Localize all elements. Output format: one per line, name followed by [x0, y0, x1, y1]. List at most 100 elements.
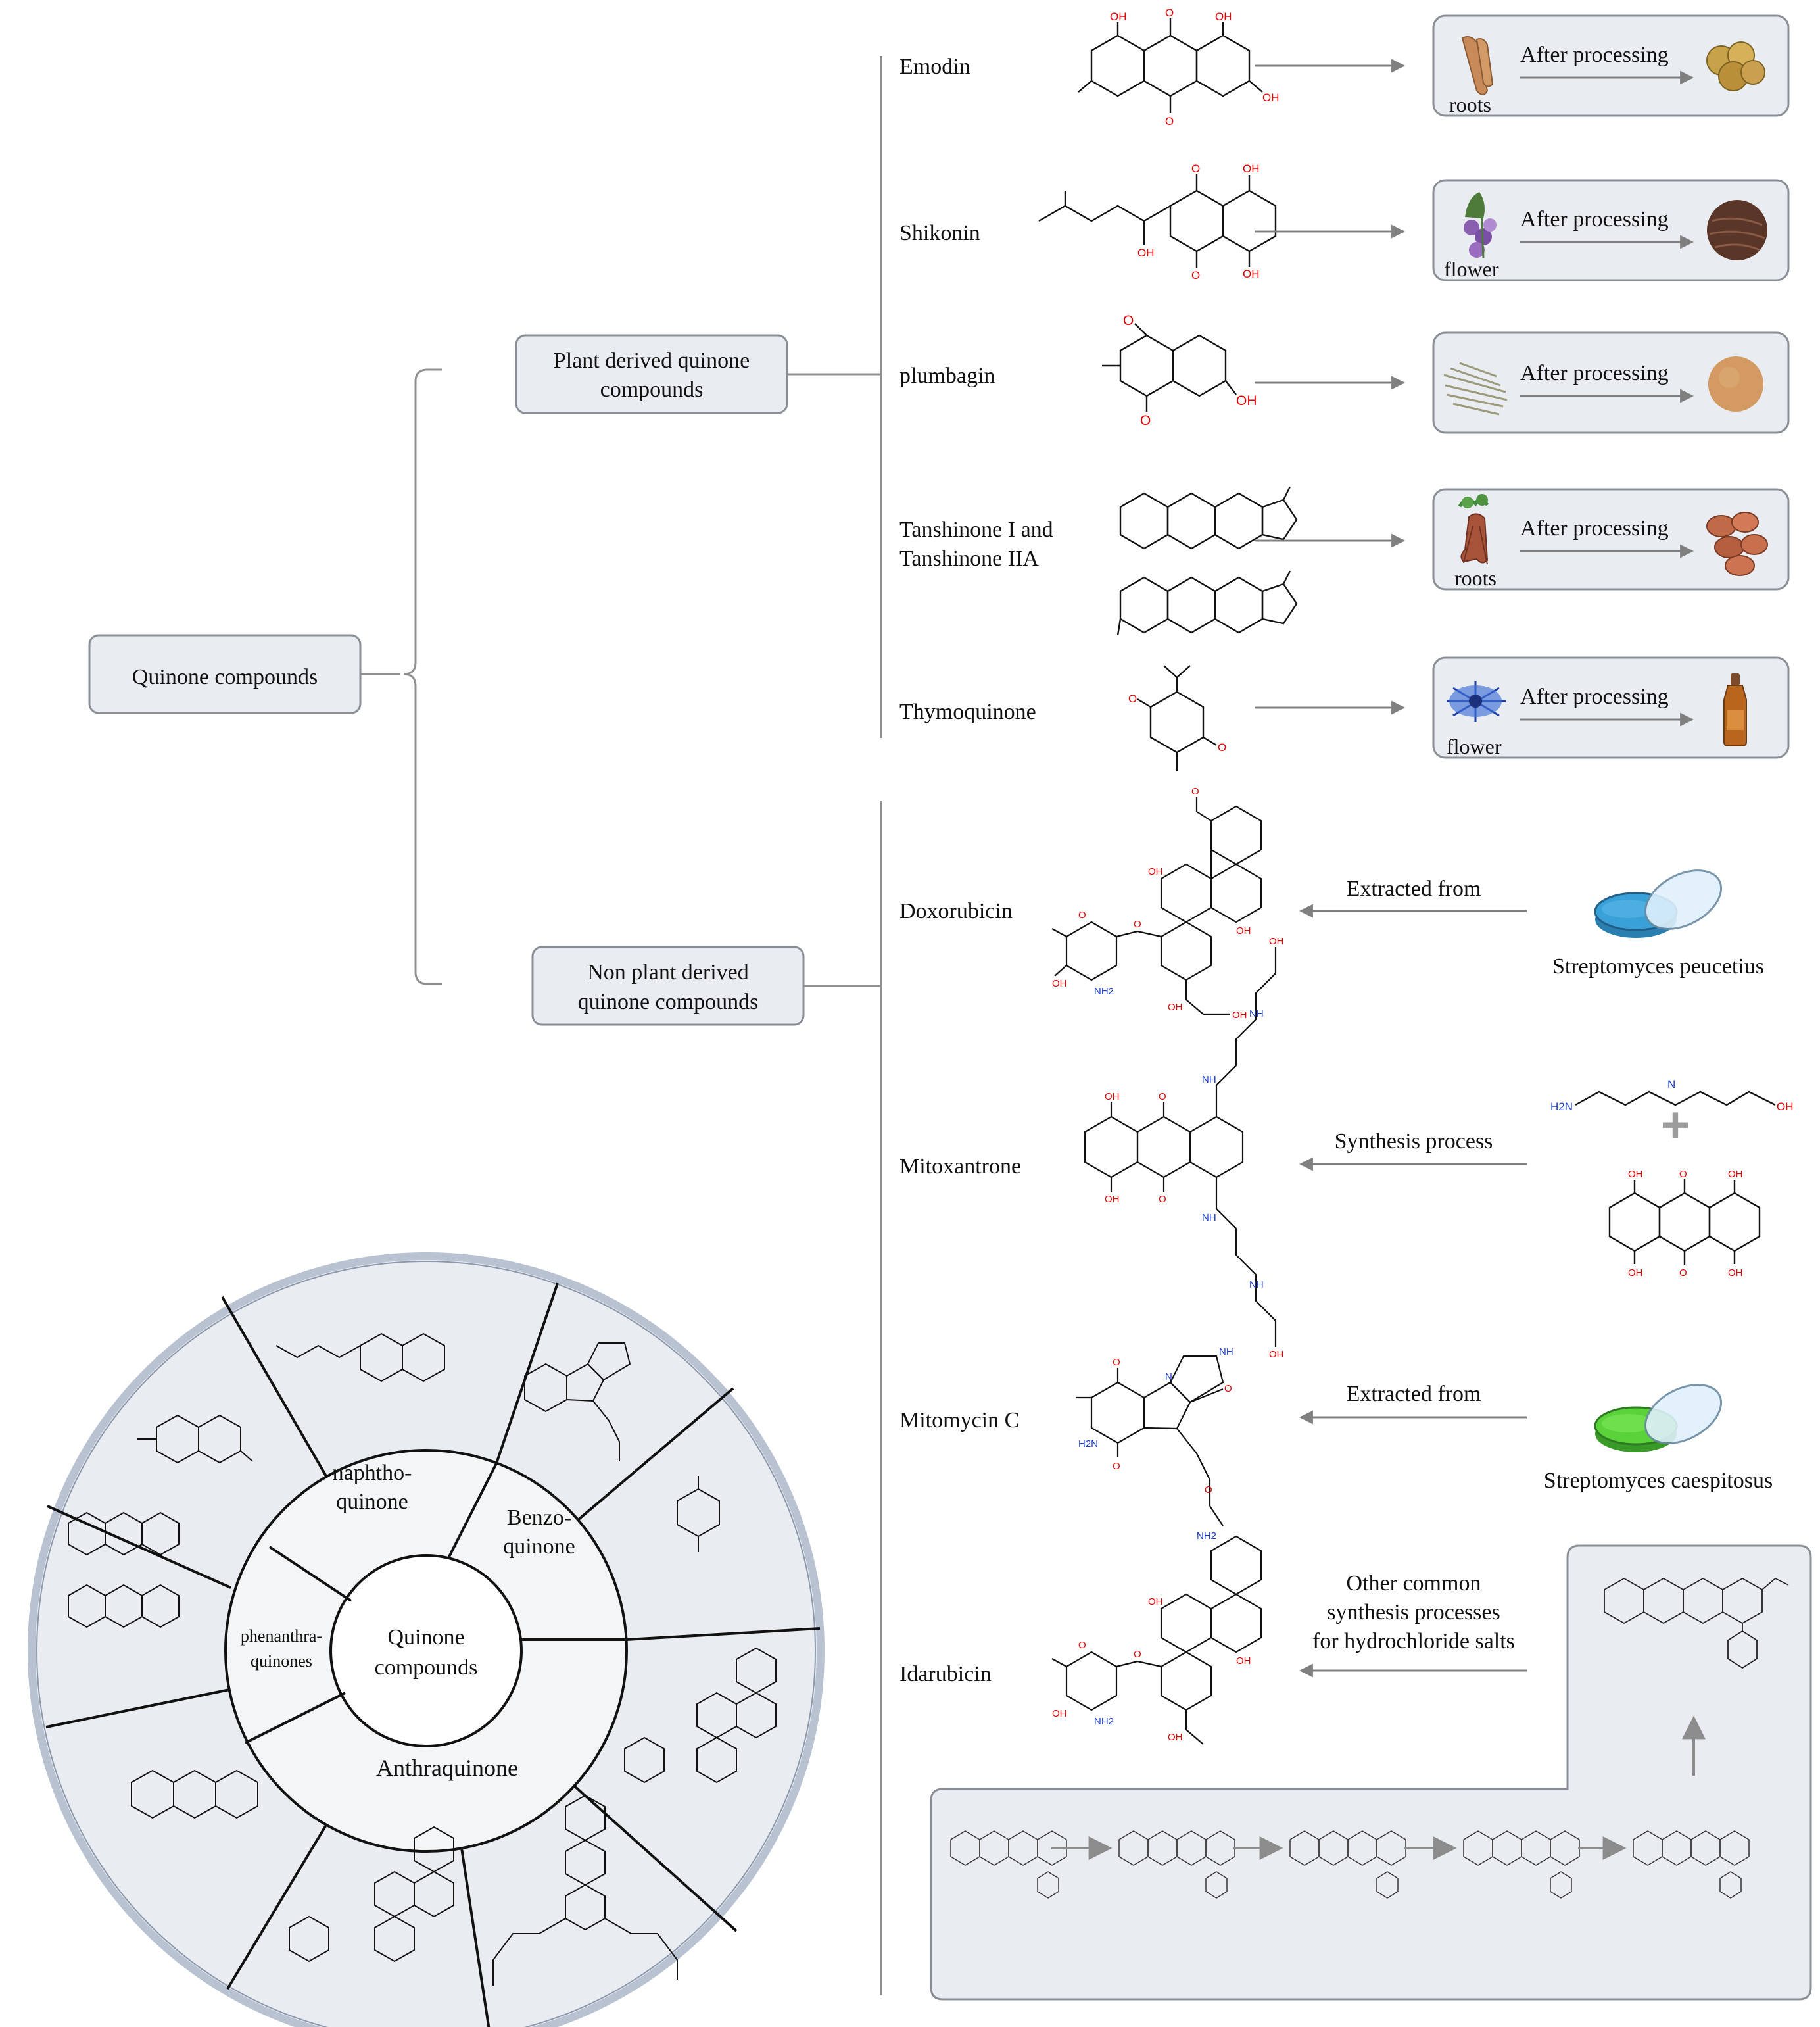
atom-oh: OH — [1243, 268, 1260, 280]
plant-label-line2: compounds — [600, 378, 704, 402]
atom-o: O — [1134, 919, 1141, 930]
compound-name-thymoquinone: Thymoquinone — [899, 700, 1036, 724]
wheel-structure-mitoxantrone — [492, 1794, 678, 1986]
wheel-center-line1: Quinone — [387, 1625, 464, 1649]
atom-o: O — [1123, 313, 1134, 328]
source-label-thymoquinone: flower — [1447, 735, 1502, 758]
flower-icon — [1464, 192, 1497, 258]
atom-nh2: NH2 — [1094, 1716, 1114, 1727]
atom-oh: OH — [1269, 936, 1284, 947]
wheel-structure-thymoquinone — [677, 1476, 720, 1552]
root-brace — [360, 368, 442, 985]
atom-oh: OH — [1105, 1091, 1120, 1102]
wheel-center-line2: compounds — [375, 1655, 478, 1680]
atom-o: O — [1679, 1169, 1687, 1180]
atom-oh: OH — [1236, 925, 1251, 937]
process-label-emodin: After processing — [1520, 43, 1669, 67]
atom-o: O — [1205, 1484, 1212, 1496]
wheel-structure-emodin — [131, 1769, 258, 1819]
wheel-structure-plumbagin — [137, 1414, 253, 1464]
atom-h2n: H2N — [1078, 1438, 1098, 1450]
powder-icon — [1708, 356, 1763, 412]
oil-bottle-icon — [1723, 673, 1747, 746]
petri-dish-green-icon — [1594, 1384, 1723, 1452]
wheel-class-naphtho-1: naphtho- — [333, 1461, 412, 1485]
structure-mitoxantrone — [1084, 947, 1277, 1347]
compound-name-mitomycin-c: Mitomycin C — [899, 1408, 1019, 1432]
root-slices-icon — [1706, 512, 1768, 576]
structure-mitomycin — [1076, 1355, 1224, 1526]
plant-derived-node: Plant derived quinone compounds — [515, 334, 788, 414]
atom-oh: OH — [1243, 162, 1260, 175]
atom-nh: NH — [1249, 1279, 1264, 1290]
compound-name-emodin: Emodin — [899, 55, 970, 79]
nonplant-derived-node: Non plant derived quinone compounds — [531, 946, 805, 1026]
process-label-tanshinone: After processing — [1520, 516, 1669, 541]
atom-oh: OH — [1628, 1267, 1643, 1279]
atom-o: O — [1218, 741, 1226, 754]
atom-o: O — [1679, 1267, 1687, 1279]
structure-idarubicin — [1051, 1535, 1262, 1745]
source-label-doxorubicin: Streptomyces peucetius — [1552, 954, 1764, 979]
processing-box-shikonin: flower After processing — [1432, 179, 1790, 281]
atom-oh: OH — [1138, 247, 1155, 259]
nonplant-arrows — [1299, 904, 1527, 1678]
synthesis-route-icon — [930, 1544, 1812, 2001]
atom-oh: OH — [1052, 978, 1067, 989]
compound-name-mitoxantrone: Mitoxantrone — [899, 1154, 1021, 1179]
structure-plumbagin — [1102, 323, 1237, 412]
method-label-idarubicin-2: synthesis processes — [1327, 1600, 1500, 1624]
structure-tanshinone — [1116, 486, 1298, 636]
dried-herb-icon — [1443, 362, 1508, 416]
atom-n: N — [1165, 1371, 1172, 1382]
method-label-idarubicin-1: Other common — [1347, 1571, 1481, 1596]
root-node: Quinone compounds — [88, 634, 362, 714]
compound-name-doxorubicin: Doxorubicin — [899, 899, 1013, 923]
atom-nh: NH — [1202, 1212, 1216, 1223]
atom-oh: OH — [1168, 1002, 1183, 1013]
wheel-structure-shikonin — [275, 1332, 445, 1382]
classification-wheel: Quinone compounds naphtho- quinone Benzo… — [28, 1252, 825, 2027]
atom-oh: OH — [1728, 1169, 1743, 1180]
plant-label-line1: Plant derived quinone — [554, 349, 750, 373]
root-icon — [1461, 36, 1494, 95]
atom-oh: OH — [1236, 1655, 1251, 1667]
atom-o: O — [1165, 115, 1174, 128]
atom-oh: OH — [1232, 1010, 1247, 1021]
wheel-class-benzo-1: Benzo- — [507, 1505, 571, 1530]
process-label-thymoquinone: After processing — [1520, 685, 1669, 709]
compound-name-tanshinone-1: Tanshinone I and — [899, 518, 1053, 542]
compound-name-plumbagin: plumbagin — [899, 364, 995, 388]
atom-nh: NH — [1219, 1346, 1233, 1357]
process-label-shikonin: After processing — [1520, 207, 1669, 232]
atom-nh2: NH2 — [1094, 986, 1114, 997]
wheel-structure-idarubicin — [289, 1826, 454, 1963]
source-label-mitomycin: Streptomyces caespitosus — [1544, 1469, 1773, 1493]
atom-o: O — [1140, 413, 1151, 428]
atom-o: O — [1191, 269, 1200, 281]
wheel-structure-tanshinone — [68, 1511, 180, 1628]
atom-oh: OH — [1236, 393, 1257, 408]
method-label-mitomycin: Extracted from — [1347, 1382, 1481, 1406]
atom-oh: OH — [1148, 1596, 1163, 1607]
atom-n: N — [1667, 1078, 1675, 1090]
atom-o: O — [1128, 693, 1137, 705]
reagents-icon: H2N N OH + O O OH OH OH OH — [1550, 1078, 1794, 1279]
wheel-class-anthra-1: Anthraquinone — [376, 1755, 518, 1781]
wheel-structure-mitomycin — [524, 1342, 631, 1461]
atom-oh: OH — [1262, 91, 1280, 104]
root-label: Quinone compounds — [132, 665, 318, 689]
atom-oh: OH — [1110, 11, 1127, 23]
wheel-class-phenanthra-2: quinones — [251, 1651, 312, 1671]
nonplant-label-line1: Non plant derived — [587, 960, 749, 985]
petri-dish-blue-icon — [1594, 869, 1723, 938]
method-label-idarubicin-3: for hydrochloride salts — [1312, 1629, 1515, 1653]
atom-o: O — [1159, 1194, 1166, 1205]
atom-oh: OH — [1168, 1732, 1183, 1743]
atom-o: O — [1224, 1383, 1232, 1394]
processing-box-tanshinone: roots After processing — [1432, 488, 1790, 591]
nonplant-label-line2: quinone compounds — [578, 990, 759, 1014]
atom-h2n: H2N — [1550, 1100, 1573, 1113]
atom-oh: OH — [1628, 1169, 1643, 1180]
source-label-shikonin: flower — [1444, 257, 1499, 281]
